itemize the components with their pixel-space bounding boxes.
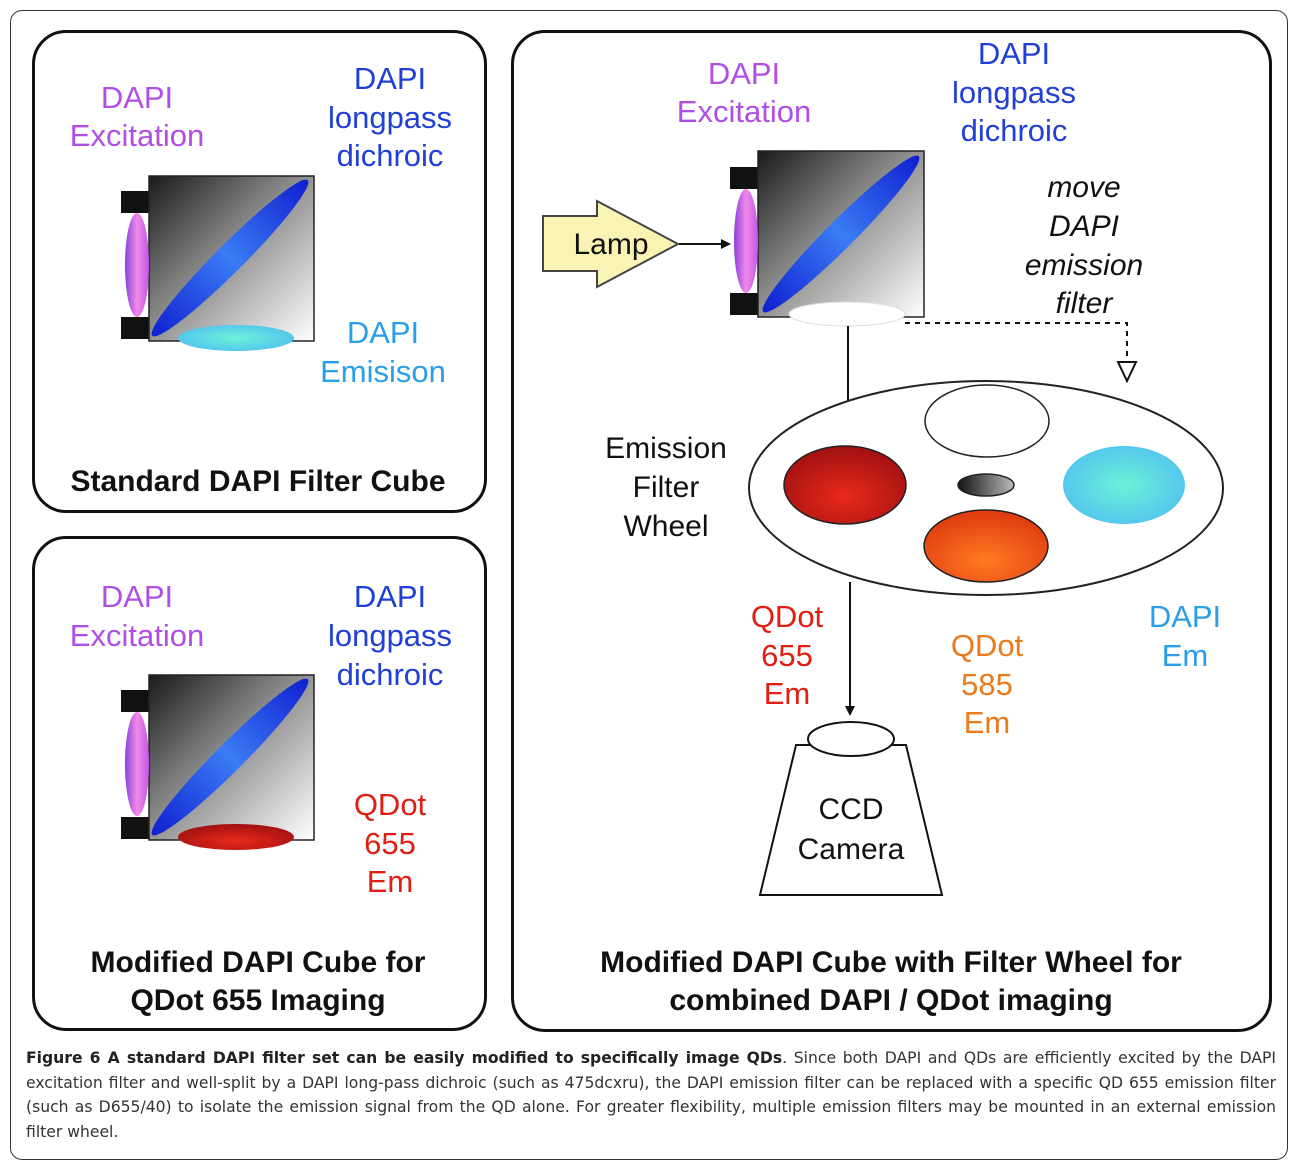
ccd-camera bbox=[758, 721, 944, 896]
panel-title-line1: Modified DAPI Cube with Filter Wheel for bbox=[600, 946, 1182, 979]
wheel-center-hub bbox=[957, 473, 1015, 497]
panel-title-line2: QDot 655 Imaging bbox=[130, 984, 385, 1017]
dichroic-label-line1: DAPI bbox=[978, 36, 1050, 71]
move-filter-arrowhead bbox=[1116, 361, 1138, 384]
excitation-label-line1: DAPI bbox=[708, 56, 780, 91]
emission-label-line2: Emisison bbox=[320, 354, 446, 389]
excitation-label-line2: Excitation bbox=[677, 94, 811, 129]
qdot655-label-line2: 655 bbox=[761, 638, 813, 673]
qdot655-label-line1: QDot bbox=[751, 599, 824, 634]
dichroic-mirror bbox=[151, 179, 309, 337]
excitation-label-line2: Excitation bbox=[70, 618, 204, 653]
dichroic-label-line1: DAPI bbox=[354, 61, 426, 96]
lamp-arrow-shape bbox=[542, 199, 681, 289]
dichroic-label-line2: longpass bbox=[328, 618, 452, 653]
figure-caption: Figure 6 A standard DAPI filter set can … bbox=[26, 1046, 1276, 1144]
dichroic-label-line2: longpass bbox=[328, 100, 452, 135]
caption-title: Figure 6 A standard DAPI filter set can … bbox=[26, 1049, 783, 1067]
panel-title: Standard DAPI Filter Cube bbox=[70, 465, 445, 498]
emission-label-line2: 655 bbox=[364, 826, 416, 861]
dichroic-label-line3: dichroic bbox=[961, 113, 1068, 148]
cube-mount-bottom bbox=[121, 817, 153, 839]
dichroic-mirror bbox=[762, 155, 920, 313]
lamp-label: Lamp bbox=[573, 228, 648, 261]
camera-label-line1: CCD bbox=[819, 793, 884, 826]
dapi-em-wheel-filter bbox=[1063, 446, 1185, 524]
empty-emission-slot bbox=[788, 301, 906, 327]
move-note-line3: emission bbox=[1025, 249, 1143, 282]
qdot585-wheel-filter bbox=[923, 509, 1049, 583]
dapi-emission-filter bbox=[178, 325, 294, 351]
cube-modified-qdot bbox=[121, 674, 315, 850]
caption-body: . Since both DAPI and QDs are efficientl… bbox=[26, 1049, 1276, 1141]
move-note-line1: move bbox=[1047, 171, 1120, 204]
cube-mount-top bbox=[121, 191, 153, 213]
emission-label-line1: DAPI bbox=[347, 315, 419, 350]
dichroic-label-line3: dichroic bbox=[337, 657, 444, 692]
cube-standard bbox=[121, 175, 315, 351]
diagram-canvas: DAPI Excitation DAPI longpass dichroic D… bbox=[70, 36, 1224, 1017]
wheel-label-line2: Filter bbox=[633, 471, 700, 504]
panel-standard-cube bbox=[32, 30, 487, 513]
dapi-em-label-line2: Em bbox=[1162, 638, 1209, 673]
qdot655-wheel-filter bbox=[783, 445, 907, 525]
dichroic-label-line1: DAPI bbox=[354, 579, 426, 614]
qdot585-label-line2: 585 bbox=[961, 667, 1013, 702]
qdot585-label-line1: QDot bbox=[951, 628, 1024, 663]
excitation-label-line2: Excitation bbox=[70, 118, 204, 153]
panel-title-line1: Modified DAPI Cube for bbox=[91, 946, 426, 979]
excitation-filter bbox=[125, 213, 149, 317]
emission-label-line3: Em bbox=[367, 864, 414, 899]
emission-label-line1: QDot bbox=[354, 787, 427, 822]
qdot655-label-line3: Em bbox=[764, 676, 811, 711]
excitation-filter bbox=[125, 712, 149, 816]
dichroic-label-line2: longpass bbox=[952, 75, 1076, 110]
panel-title-line2: combined DAPI / QDot imaging bbox=[669, 984, 1112, 1017]
camera-lens bbox=[807, 721, 895, 757]
qdot585-label-line3: Em bbox=[964, 705, 1011, 740]
move-note-line2: DAPI bbox=[1049, 210, 1119, 243]
excitation-filter bbox=[734, 189, 758, 293]
move-filter-dashed-path bbox=[905, 322, 1128, 362]
wheel-label-line3: Wheel bbox=[623, 510, 708, 543]
wheel-label-line1: Emission bbox=[605, 432, 727, 465]
excitation-label-line1: DAPI bbox=[101, 80, 173, 115]
cube-mount-top bbox=[121, 690, 153, 712]
cube-mount-top bbox=[730, 167, 762, 189]
dichroic-mirror bbox=[151, 678, 309, 836]
camera-label-line2: Camera bbox=[798, 833, 905, 866]
emission-filter-wheel bbox=[748, 380, 1224, 596]
excitation-label-line1: DAPI bbox=[101, 579, 173, 614]
cube-mount-bottom bbox=[730, 293, 762, 315]
qdot655-emission-filter bbox=[178, 824, 294, 850]
move-note-line4: filter bbox=[1056, 287, 1114, 320]
cube-filter-wheel bbox=[730, 150, 925, 327]
dapi-em-label-line1: DAPI bbox=[1149, 599, 1221, 634]
empty-wheel-slot bbox=[924, 384, 1050, 458]
dichroic-label-line3: dichroic bbox=[337, 138, 444, 173]
cube-mount-bottom bbox=[121, 317, 153, 339]
